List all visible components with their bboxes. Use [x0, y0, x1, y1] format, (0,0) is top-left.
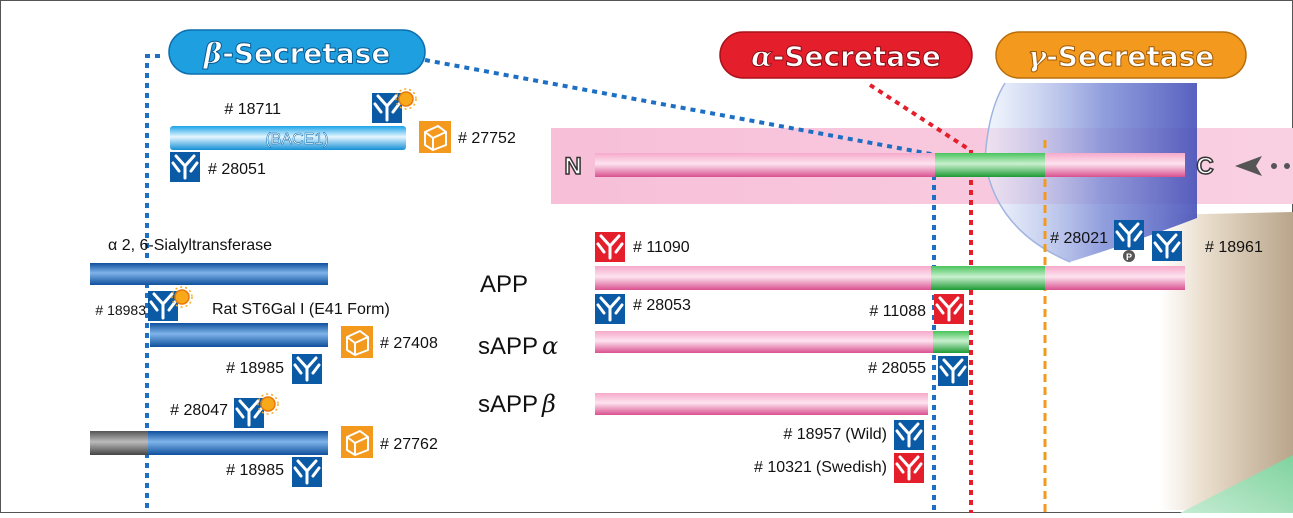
gamma-secretase-pill: γ-Secretase	[995, 31, 1247, 79]
antibody-icon-sialyl-2	[292, 354, 322, 384]
bace1-bar	[170, 126, 406, 150]
bace-antibody-top-label: # 18711	[224, 101, 281, 118]
sapp-alpha-text: sAPP	[478, 333, 538, 360]
sialyl-title: α 2, 6-Sialyltransferase	[108, 237, 272, 254]
antibody-icon-app-gamma-2	[1152, 231, 1182, 261]
antibody-icon-app-top	[595, 232, 625, 262]
beta-dotted-guide	[145, 54, 937, 513]
sialyl-antibody-1-label: # 18983	[95, 302, 146, 318]
alpha-secretase-pill: α-Secretase	[719, 31, 973, 79]
alpha-dotted-guide	[868, 83, 973, 513]
sapp-beta-wild-label: # 18957(Wild)	[783, 426, 887, 443]
antibody-icon-sapp-beta-swedish	[894, 453, 924, 483]
app-bar-c	[1045, 266, 1185, 290]
sapp-alpha-symbol: α	[542, 332, 558, 360]
sialyl-kit-1-label: # 27408	[380, 335, 438, 352]
alpha-secretase-label: -Secretase	[773, 40, 941, 73]
gamma-antibodies: # 28021 P # 18961	[1050, 220, 1263, 262]
sapp-beta-swedish-id: # 10321	[754, 459, 812, 476]
app-label: APP	[480, 271, 528, 298]
sialyl-fusion-bar	[148, 431, 328, 455]
beta-secretase-pill: β-Secretase	[168, 29, 426, 75]
app-antibody-top-label: # 11090	[633, 239, 690, 256]
bace-antibody-bottom-label: # 28051	[208, 161, 266, 178]
sialyl-antibody-2-label: # 18985	[226, 360, 284, 377]
app-antibody-right-label: # 11088	[869, 303, 926, 320]
sialyl-form-label: Rat ST6Gal I (E41 Form)	[212, 301, 390, 318]
c-terminus-label: C	[1196, 153, 1213, 180]
alpha-symbol: α	[751, 40, 773, 73]
sialyl-antibody-3-label: # 28047	[170, 402, 228, 419]
bace-kit-label: # 27752	[458, 130, 516, 147]
sapp-beta-wild-note: (Wild)	[845, 426, 887, 443]
app-top-bar-n	[595, 153, 935, 177]
sapp-alpha-bar-green	[933, 331, 969, 353]
app-bar-abeta	[931, 266, 1045, 290]
sialyltransferase-block: α 2, 6-Sialyltransferase # 18983 Rat ST6…	[90, 237, 438, 487]
app-gamma-antibody-2-label: # 18961	[1205, 239, 1263, 256]
app-row: APP # 11090 # 28053 # 11088	[480, 232, 1185, 324]
sialyl-tag-bar	[90, 431, 148, 455]
svg-text:γ-Secretase: γ-Secretase	[1028, 40, 1215, 73]
antibody-icon-app-right	[934, 294, 964, 324]
bace1-label: (BACE1)	[265, 131, 328, 148]
antibody-icon-app-gamma-1	[1114, 220, 1144, 250]
app-bar-n	[595, 266, 935, 290]
sapp-alpha-bar-pink	[595, 331, 933, 353]
antibody-icon-app-bottom	[595, 294, 625, 324]
sapp-beta-symbol: β	[541, 390, 556, 418]
sapp-beta-swedish-label: # 10321(Swedish)	[754, 459, 887, 476]
svg-text:β-Secretase: β-Secretase	[203, 37, 391, 70]
app-membrane-schematic: N C	[564, 152, 1290, 181]
app-top-bar-c	[1045, 153, 1185, 177]
beta-symbol: β	[203, 37, 223, 70]
app-gamma-antibody-1-label: # 28021	[1050, 230, 1108, 247]
arrow-left-icon	[1235, 156, 1290, 176]
sialyl-e41-bar	[150, 323, 328, 347]
beta-secretase-label: -Secretase	[222, 37, 390, 70]
kit-icon-sialyl-1	[341, 326, 373, 358]
kit-icon-sialyl-2	[341, 426, 373, 458]
antibody-icon-bace-bottom	[170, 152, 200, 182]
green-corner-region	[1180, 455, 1293, 513]
svg-text:α-Secretase: α-Secretase	[751, 40, 941, 73]
bace1-block: # 18711 (BACE1) # 27752 # 28051	[170, 88, 516, 182]
phospho-label: P	[1126, 252, 1132, 262]
app-top-bar-abeta	[935, 153, 1045, 177]
kit-icon-bace	[419, 121, 451, 153]
antibody-icon-sialyl-4	[292, 457, 322, 487]
antibody-icon-sialyl-3	[234, 393, 279, 428]
sialyl-antibody-4-label: # 18985	[226, 462, 284, 479]
antibody-icon-bace-top	[372, 88, 417, 123]
gamma-symbol: γ	[1028, 40, 1048, 73]
sapp-alpha-antibody-label: # 28055	[868, 360, 926, 377]
sialyl-kit-2-label: # 27762	[380, 436, 438, 453]
sapp-beta-bar	[595, 393, 928, 415]
sapp-beta-text: sAPP	[478, 391, 538, 418]
sapp-beta-wild-id: # 18957	[783, 426, 841, 443]
gamma-secretase-label: -Secretase	[1046, 40, 1214, 73]
cytoplasm-region	[1160, 212, 1293, 510]
antibody-icon-sapp-alpha	[938, 356, 968, 386]
app-antibody-bottom-label: # 28053	[633, 297, 691, 314]
antibody-icon-sapp-beta-wild	[894, 420, 924, 450]
n-terminus-label: N	[564, 153, 581, 180]
phospho-badge-icon: P	[1123, 250, 1135, 262]
sapp-beta-swedish-note: (Swedish)	[816, 459, 887, 476]
sialyl-full-bar	[90, 263, 328, 285]
antibody-icon-sialyl-1	[148, 286, 193, 321]
